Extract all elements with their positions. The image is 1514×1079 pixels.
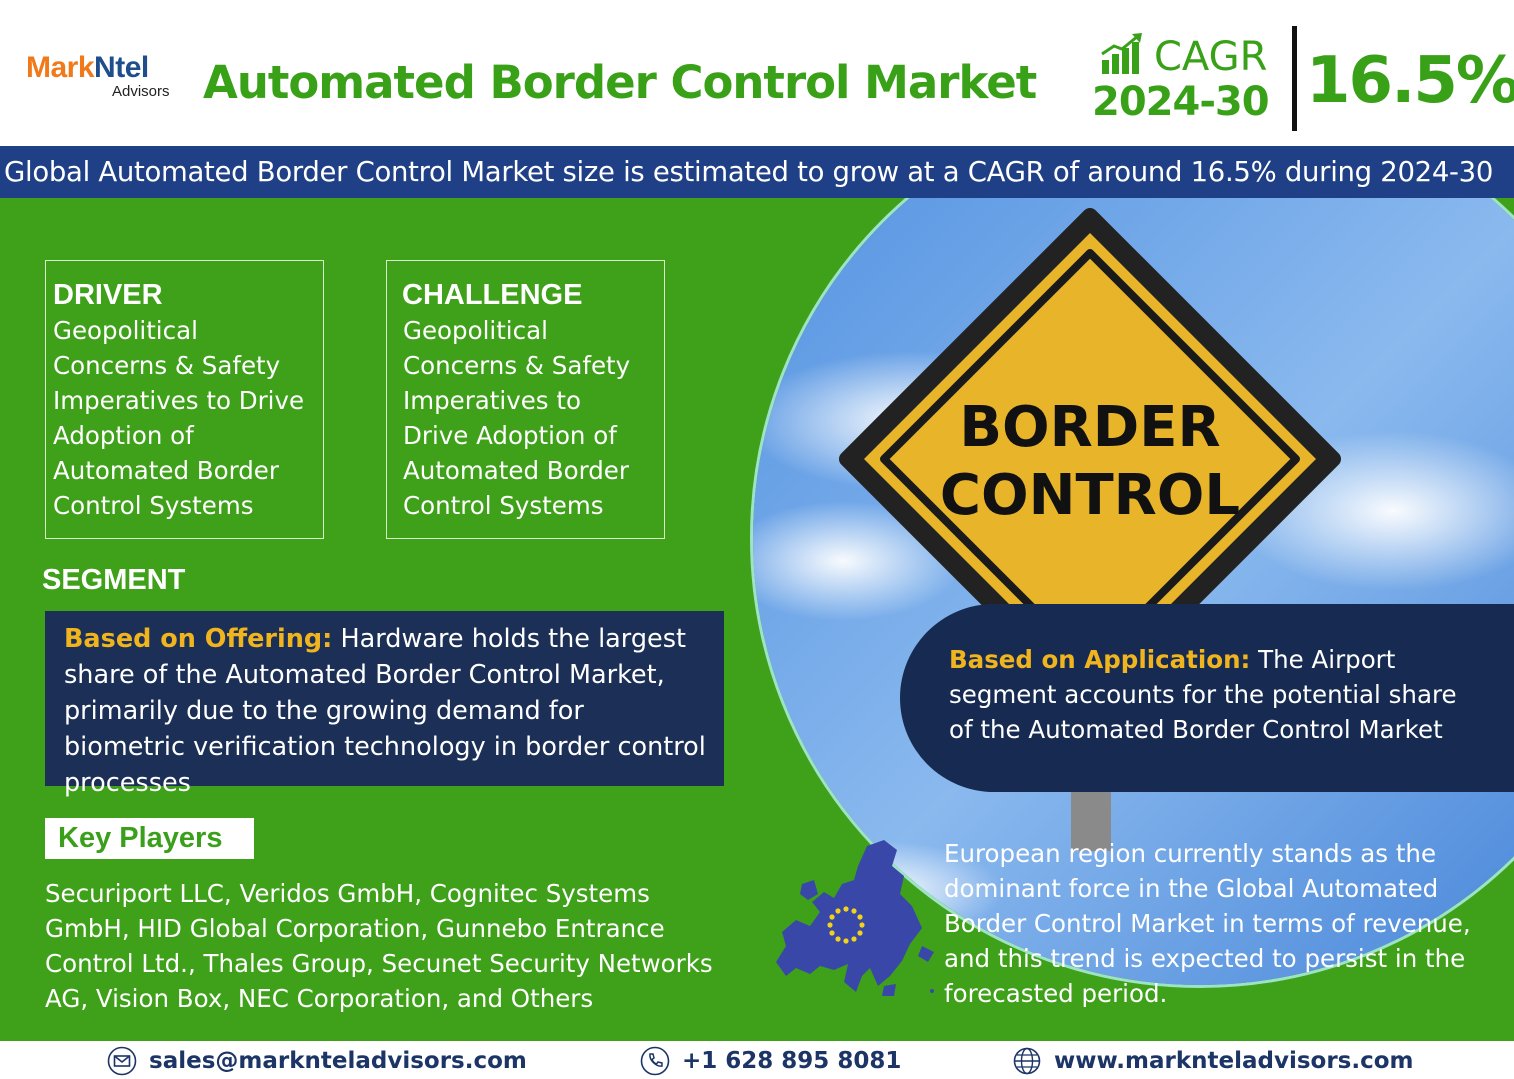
logo-brand-ntel: Ntel (94, 51, 149, 84)
email-link[interactable]: sales@marknteladvisors.com (149, 1048, 527, 1074)
footer: sales@marknteladvisors.com +1 628 895 80… (0, 1041, 1514, 1079)
phone-contact[interactable]: +1 628 895 8081 (640, 1046, 901, 1076)
cagr-value: 16.5% (1306, 44, 1514, 118)
summary-banner: Global Automated Border Control Market s… (0, 146, 1514, 198)
driver-text: Geopolitical Concerns & Safety Imperativ… (53, 316, 305, 520)
application-segment-box: Based on Application: The Airport segmen… (900, 604, 1514, 792)
europe-map-icon (776, 840, 934, 996)
application-text: The Airport segment accounts for the pot… (949, 645, 1457, 744)
envelope-icon (107, 1046, 137, 1076)
cagr-label: CAGR (1154, 34, 1268, 80)
website-contact[interactable]: www.marknteladvisors.com (1012, 1046, 1414, 1076)
challenge-text: Geopolitical Concerns & Safety Imperativ… (403, 316, 631, 520)
challenge-heading: CHALLENGE (402, 279, 583, 311)
application-label: Based on Application: (949, 645, 1251, 674)
logo-sub: Advisors (112, 83, 170, 100)
key-players-label: Key Players (45, 818, 254, 859)
website-link[interactable]: www.marknteladvisors.com (1054, 1048, 1414, 1074)
sign-line-1: BORDER (959, 395, 1220, 460)
cagr-divider (1292, 26, 1297, 131)
region-text: European region currently stands as the … (944, 839, 1471, 1008)
logo-brand-mark: Mark (26, 51, 95, 84)
globe-icon (1013, 1047, 1041, 1075)
phone-number[interactable]: +1 628 895 8081 (682, 1048, 902, 1074)
driver-box: DRIVER Geopolitical Concerns & Safety Im… (45, 260, 324, 539)
logo: MarkNtel Advisors (26, 52, 186, 100)
main-panel: BORDER CONTROL DRIVER Geopolitical Conce… (0, 198, 1514, 1041)
offering-text: Hardware holds the largest share of the … (64, 624, 706, 798)
challenge-box: CHALLENGE Geopolitical Concerns & Safety… (386, 260, 665, 539)
offering-label: Based on Offering: (64, 624, 333, 654)
page-title: Automated Border Control Market (203, 56, 1037, 109)
key-players-text: Securiport LLC, Veridos GmbH, Cognitec S… (45, 879, 713, 1013)
phone-icon (640, 1046, 670, 1076)
bar-chart-growth-icon (1101, 33, 1142, 74)
segment-title: SEGMENT (42, 564, 186, 596)
sign-line-2: CONTROL (940, 463, 1240, 528)
offering-segment-box: Based on Offering: Hardware holds the la… (45, 611, 724, 798)
header: MarkNtel Advisors Automated Border Contr… (0, 0, 1514, 146)
email-contact[interactable]: sales@marknteladvisors.com (107, 1046, 527, 1076)
driver-heading: DRIVER (53, 279, 163, 311)
cagr-years: 2024-30 (1092, 79, 1270, 125)
